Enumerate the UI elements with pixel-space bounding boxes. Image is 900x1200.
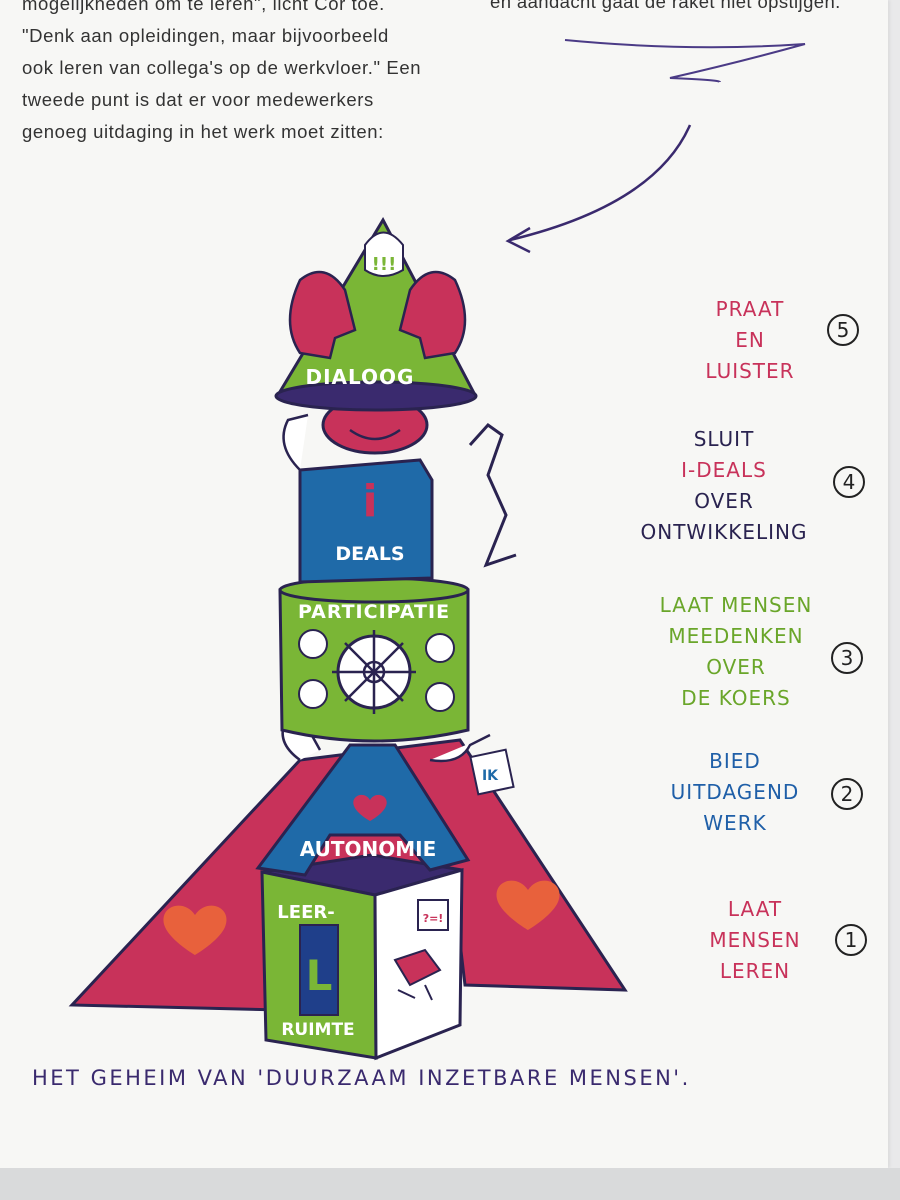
article-body-text: mogelijkheden om te leren", licht Cor to… [22,0,432,148]
autonomie-label: AUTONOMIE [300,837,437,861]
step-line: PRAAT [715,297,785,321]
step-line: LAAT [727,897,783,921]
article-line: mogelijkheden om te leren", licht Cor to… [22,0,385,14]
speech-bubble-text: !!! [372,254,397,275]
magazine-page: mogelijkheden om te leren", licht Cor to… [0,0,888,1168]
l-letter: L [306,951,333,1000]
desk-icon [393,948,442,1001]
arm-thinking [282,413,309,471]
step-2-number: 2 [831,778,863,810]
speech-bubble [364,231,404,277]
leer-label: LEER- [277,902,334,923]
step-line: LEREN [719,959,791,983]
step-4-number: 4 [833,466,865,498]
step-line: LUISTER [705,359,795,383]
step-line: UITDAGEND [670,780,800,804]
step-3-number: 3 [831,642,863,674]
step-line: MENSEN [709,928,801,952]
chat-bubble-icon [425,633,455,663]
article-line: ook leren van collega's op de werkvloer.… [22,57,422,78]
step-line: ONTWIKKELING [640,520,808,544]
arrow-head-icon [505,226,531,254]
background-surface [0,1168,900,1200]
arrow-swoosh-icon [564,39,806,83]
participatie-label: PARTICIPATIE [298,601,450,623]
step-line: WERK [703,811,767,835]
step-line: LAAT MENSEN [659,593,813,617]
a-heart-icon [353,794,387,821]
chat-bubble-icon [425,682,455,712]
step-5-number: 5 [827,314,859,346]
article-line: "Denk aan opleidingen, maar bijvoorbeeld [22,25,389,46]
step-1-label: LAAT MENSEN LEREN [690,894,820,987]
dialoog-label: DIALOOG [306,365,415,389]
ruimte-label: RUIMTE [281,1020,354,1040]
ik-label: IK [482,768,499,784]
illustration-caption: HET GEHEIM VAN 'DUURZAAM INZETBARE MENSE… [32,1066,691,1090]
step-line: OVER [706,655,766,679]
step-1-number: 1 [835,924,867,956]
l-plate [299,924,339,1016]
step-2-label: BIED UITDAGEND WERK [640,746,830,839]
whiteboard-icon [417,899,449,931]
step-line: OVER [694,489,754,513]
ideals-box [298,458,434,584]
dialoog-brim [274,380,478,412]
deals-label: DEALS [335,543,404,565]
ear-face-right-icon [398,270,467,360]
arm-right [429,733,491,763]
chat-bubble-icon [298,629,328,659]
step-line: EN [735,328,765,352]
heart-icon [496,880,560,930]
pull-quote-end: en aandacht gaat de raket niet opstijgen… [490,0,848,12]
step-line: DE KOERS [681,686,791,710]
arrow-curve-icon [509,124,692,242]
step-line: SLUIT [693,427,755,451]
i-letter: i [362,476,377,527]
step-4-label: SLUIT i-DEALS OVER ONTWIKKELING [624,424,824,548]
heart-icon [163,905,227,955]
whiteboard-text: ?=! [423,912,444,925]
step-3-label: LAAT MENSEN MEEDENKEN OVER DE KOERS [645,590,827,714]
rocket-illustration: !!! DIALOOG i DEALS PARTICIPATIE IK AUTO… [68,39,806,1061]
step-5-label: PRAAT EN LUISTER [680,294,820,387]
step-line: BIED [709,749,761,773]
chat-bubble-icon [298,679,328,709]
step-line: i-DEALS [681,458,767,482]
article-line: tweede punt is dat er voor medewerkers [22,89,374,110]
ik-card [469,748,515,796]
measuring-tape-icon [468,423,517,568]
ear-face-left-icon [288,270,357,360]
step-line: MEEDENKEN [668,624,804,648]
article-line: genoeg uitdaging in het werk moet zitten… [22,121,384,142]
